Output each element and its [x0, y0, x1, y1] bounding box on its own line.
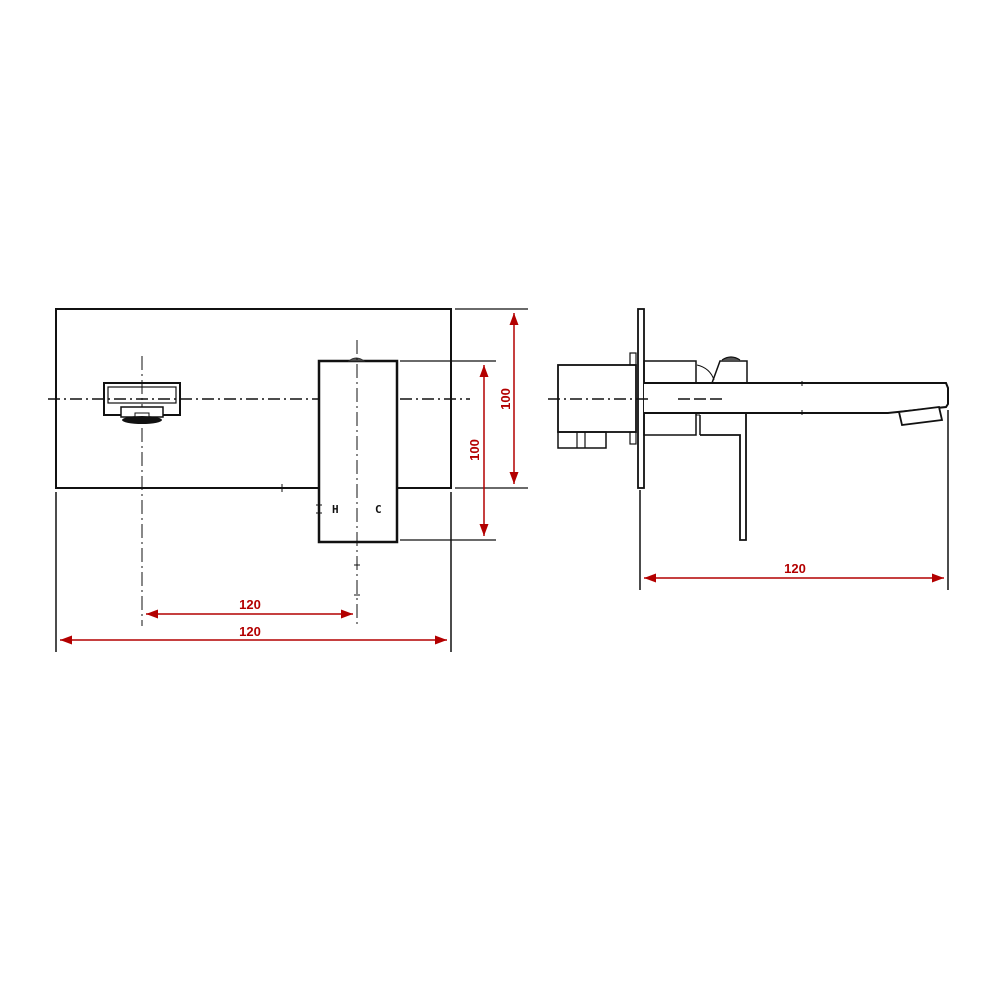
dim-spout-projection: 120 [784, 561, 806, 576]
front-view-dimensions [60, 313, 519, 645]
valve-connector [557, 431, 607, 449]
cold-label: C [375, 503, 382, 516]
hot-label: H [332, 503, 339, 516]
handle-lever-side [700, 412, 747, 541]
spout-side [644, 382, 949, 414]
dim-handle-height: 100 [467, 439, 482, 461]
front-view [48, 308, 528, 652]
mixer-handle [317, 359, 399, 544]
spout-outlet [103, 382, 181, 424]
dim-spout-to-handle: 120 [239, 597, 261, 612]
dim-plate-height: 100 [498, 388, 513, 410]
aerator-side [897, 406, 944, 426]
side-view [548, 308, 949, 590]
dim-plate-width: 120 [239, 624, 261, 639]
